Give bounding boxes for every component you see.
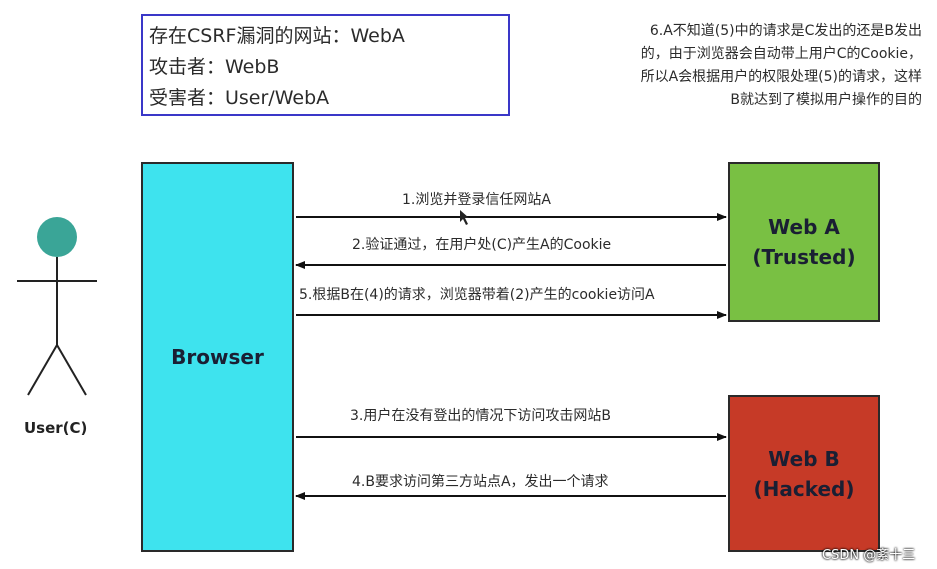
web-a-subtitle: (Trusted)	[752, 245, 856, 269]
info-box: 存在CSRF漏洞的网站：WebA 攻击者：WebB 受害者：User/WebA	[141, 14, 510, 116]
web-b-title: Web B	[768, 446, 840, 471]
user-label: User(C)	[24, 419, 88, 437]
info-vulnerable-site: 存在CSRF漏洞的网站：WebA	[149, 25, 405, 47]
web-b-box: Web B (Hacked)	[728, 395, 880, 552]
step-6-note: 6.A不知道(5)中的请求是C发出的还是B发出的，由于浏览器会自动带上用户C的C…	[640, 23, 922, 108]
web-b-subtitle: (Hacked)	[753, 476, 855, 501]
web-a-box: Web A (Trusted)	[728, 162, 880, 322]
info-victim: 受害者：User/WebA	[149, 87, 330, 109]
step-1-label: 1.浏览并登录信任网站A	[402, 192, 551, 208]
browser-label: Browser	[171, 345, 264, 369]
browser-box: Browser	[141, 162, 294, 552]
step-5-label: 5.根据B在(4)的请求，浏览器带着(2)产生的cookie访问A	[299, 287, 655, 303]
web-a-title: Web A	[768, 215, 840, 239]
info-attacker: 攻击者：WebB	[149, 56, 280, 78]
step-3-label: 3.用户在没有登出的情况下访问攻击网站B	[350, 408, 611, 424]
user-head	[37, 217, 77, 257]
step-4-label: 4.B要求访问第三方站点A，发出一个请求	[352, 474, 609, 490]
user-stick-figure	[17, 217, 97, 396]
watermark: CSDN @紊十三	[822, 548, 916, 563]
step-2-label: 2.验证通过，在用户处(C)产生A的Cookie	[352, 237, 612, 253]
cursor-icon	[460, 210, 469, 225]
